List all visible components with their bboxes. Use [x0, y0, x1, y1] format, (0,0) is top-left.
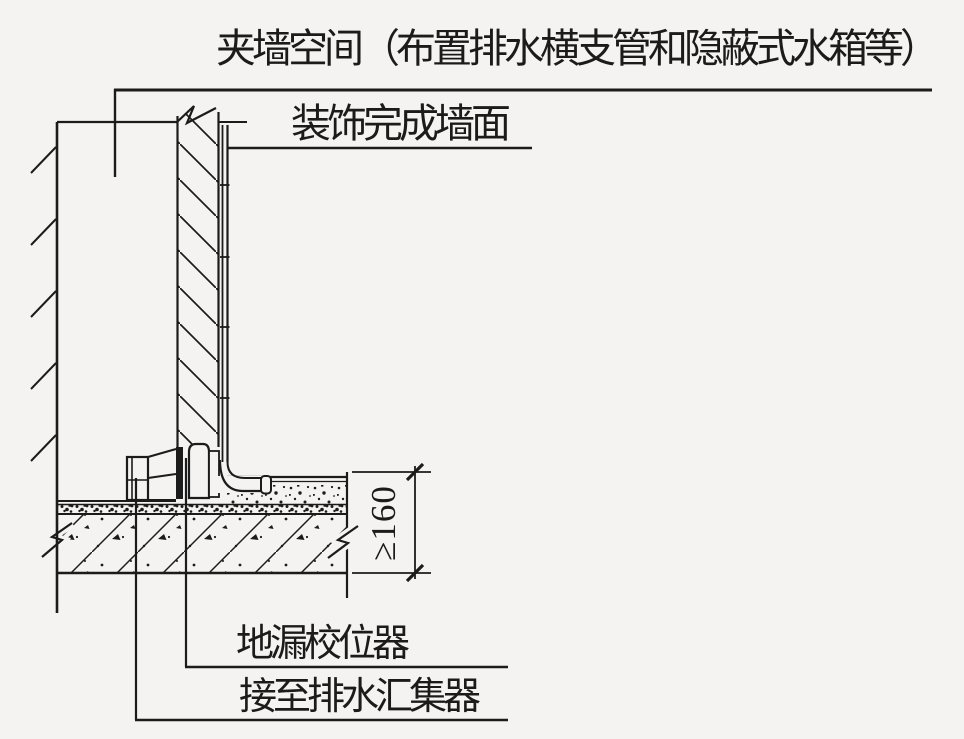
- wall-finish-annotation: 装饰完成墙面: [228, 101, 532, 150]
- finish-strip-joints: [220, 184, 230, 399]
- furring-wall-hatch: [178, 114, 218, 447]
- floor-thickness-dimension-label: ≥160: [364, 485, 403, 561]
- dim-tick-bottom: [405, 563, 425, 583]
- wall-top-break-symbol: [175, 105, 217, 126]
- right-break-symbol: [327, 525, 359, 559]
- floor-drain-annotation: 地漏校位器: [184, 458, 508, 669]
- wall-finish-strip: [220, 125, 230, 462]
- collector-annotation: 接至排水汇集器: [134, 478, 508, 722]
- furring-wall: [175, 105, 247, 447]
- cavity-space-title-label: 夹墙空间（布置排水横支管和隐蔽式水箱等）: [216, 26, 936, 71]
- drain-body-right-section: [208, 450, 220, 498]
- pipe-end-cap: [260, 475, 272, 495]
- title-annotation: 夹墙空间（布置排水横支管和隐蔽式水箱等）: [113, 26, 940, 177]
- dimension-annotation: ≥160: [352, 462, 431, 583]
- drain-flange: [176, 447, 183, 499]
- wall-finish-label: 装饰完成墙面: [291, 101, 509, 146]
- collector-label: 接至排水汇集器: [239, 676, 480, 718]
- drain-barrel: [187, 442, 211, 500]
- exterior-wall: [30, 120, 177, 613]
- elbow-inner-curve: [226, 461, 262, 479]
- elbow-outer-curve: [218, 459, 262, 493]
- floor-drain-assembly: [125, 442, 272, 502]
- wall-break-ticks: [30, 146, 57, 462]
- dim-tick-top: [405, 462, 425, 482]
- bedding-fill: [57, 504, 347, 514]
- floor-drain-label: 地漏校位器: [236, 623, 409, 665]
- collector-stub-pipe: [125, 455, 150, 502]
- elbow-mask: [215, 476, 262, 493]
- taper-coupling: [147, 448, 177, 501]
- slab-fill: [57, 514, 347, 573]
